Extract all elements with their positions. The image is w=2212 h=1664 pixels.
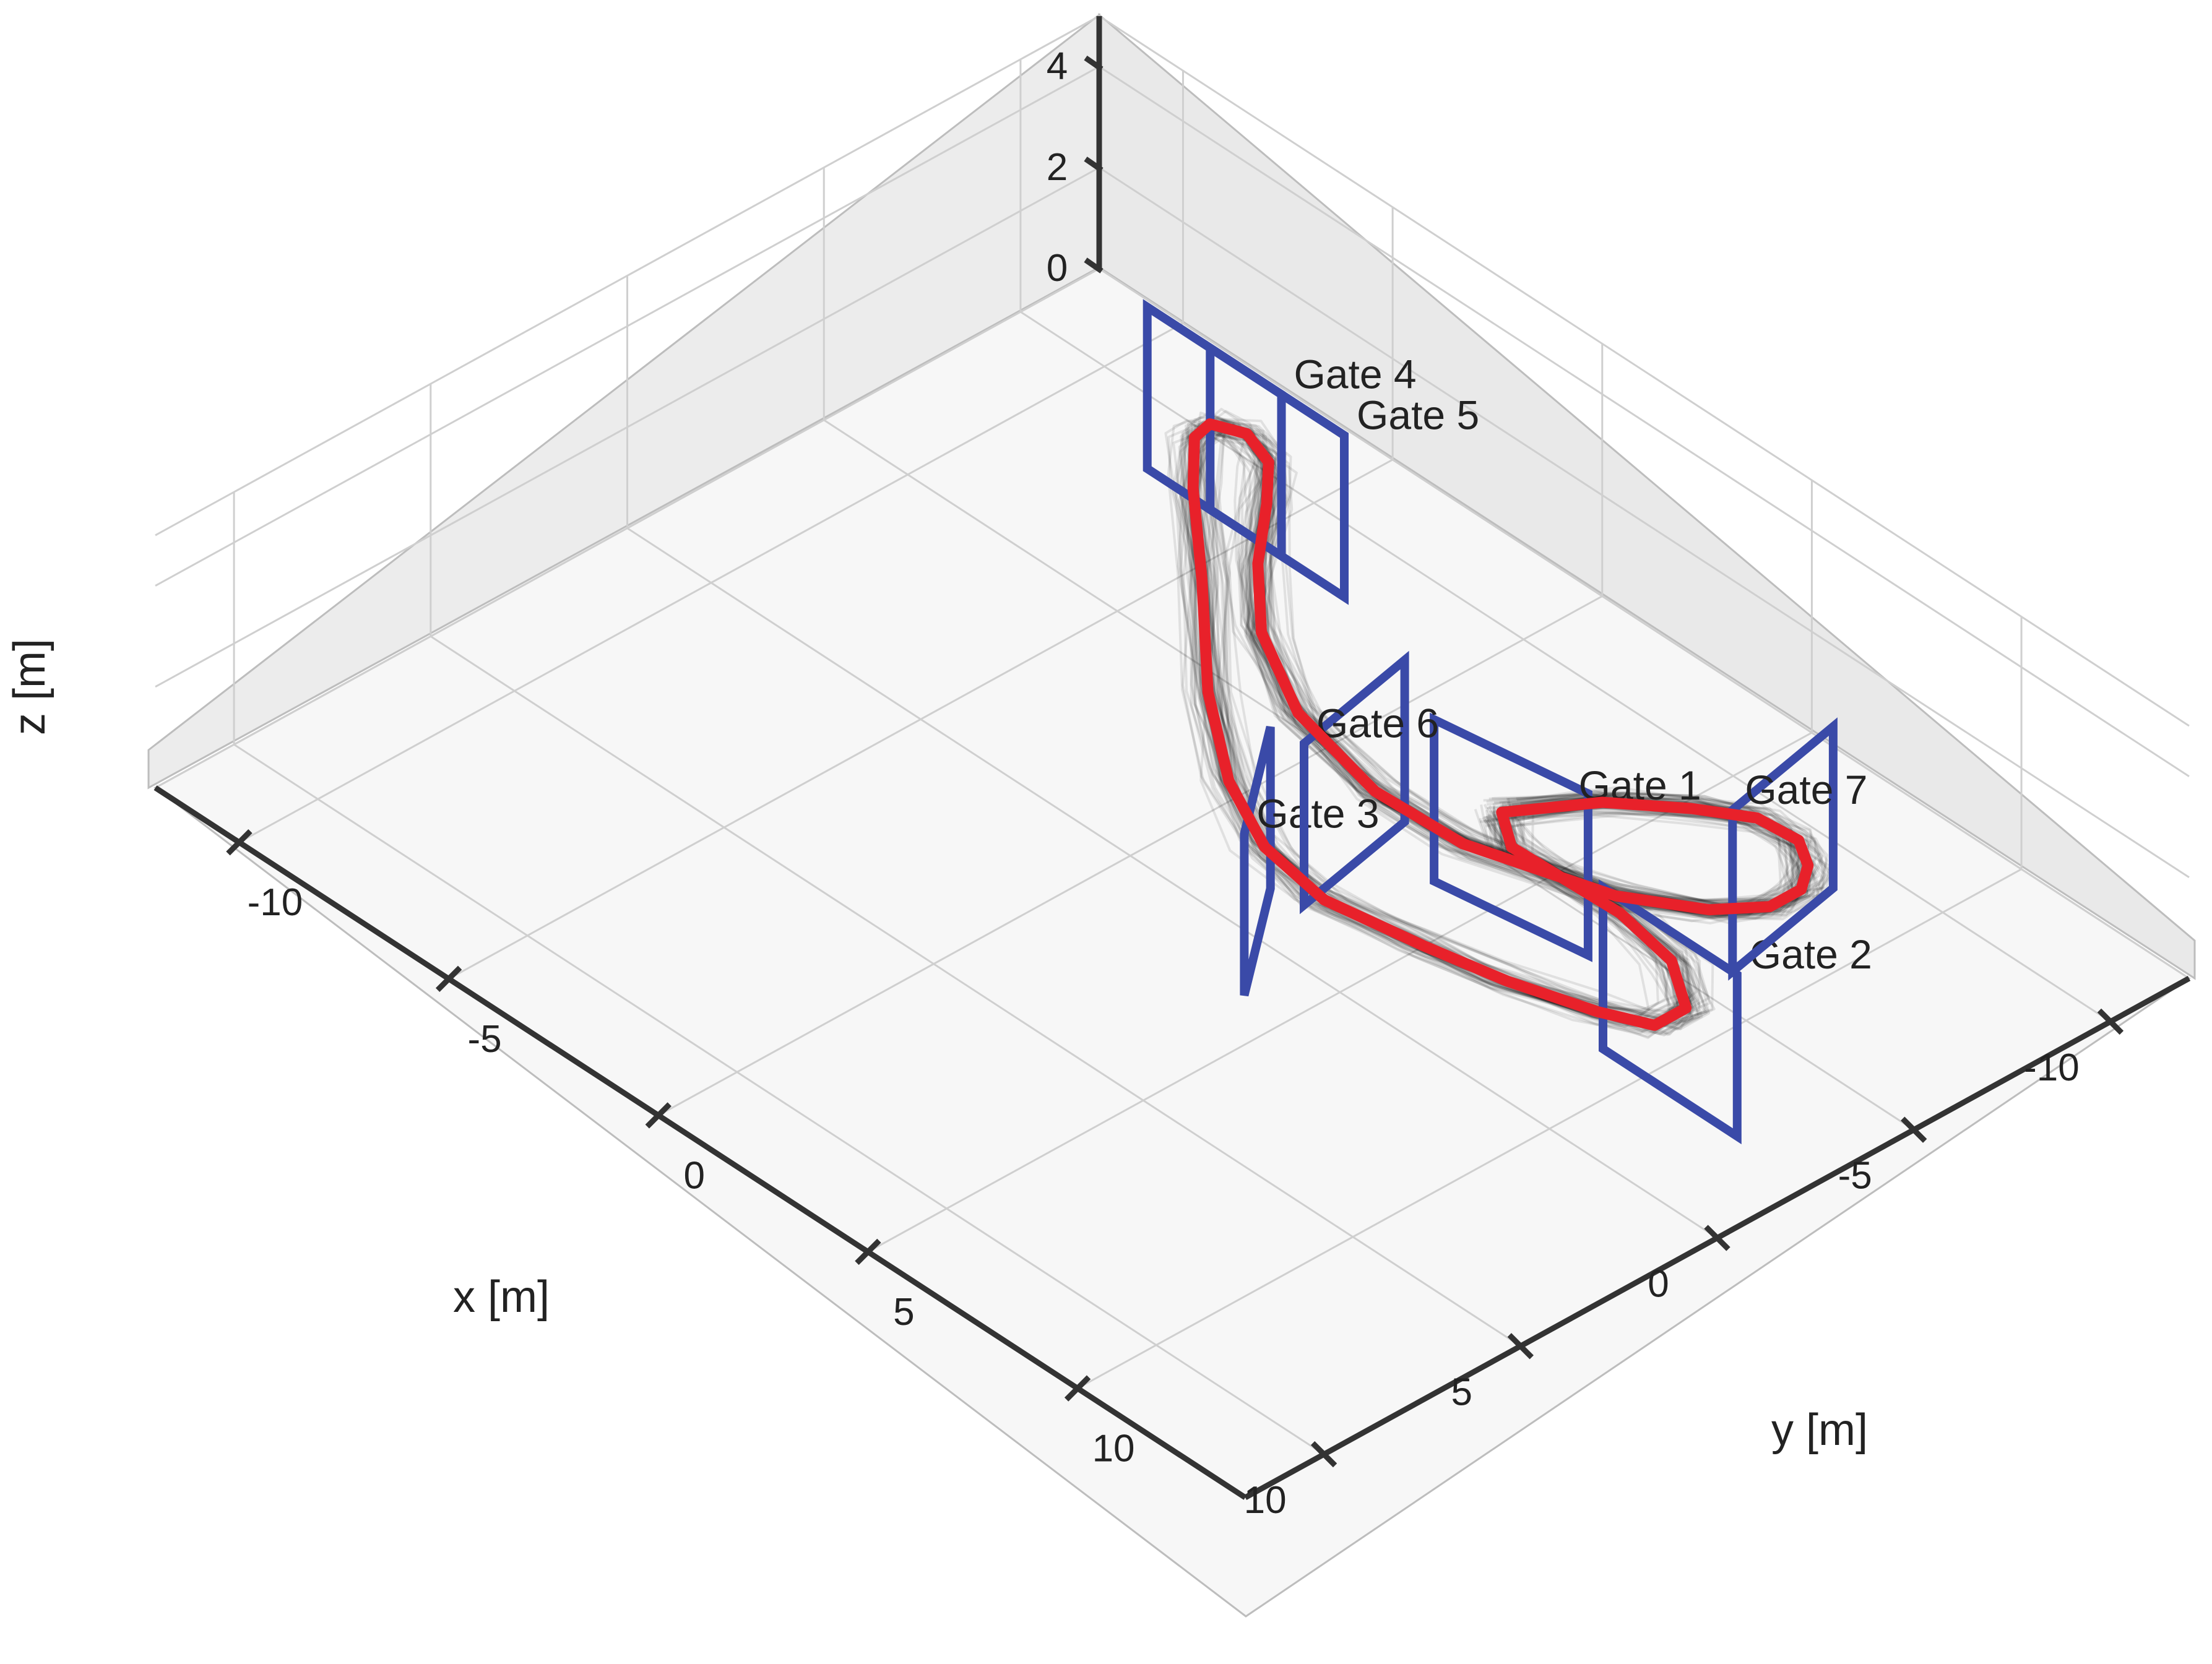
y-tick-label: 10 <box>1092 1428 1135 1470</box>
gridline-y-floor <box>238 322 1184 843</box>
gridline-x-floor <box>430 636 1521 1347</box>
gridline-x-floor <box>626 527 1718 1239</box>
flight-line <box>1182 429 1829 1038</box>
gate-label: Gate 6 <box>1316 700 1439 746</box>
gridline-z-right <box>1099 166 2190 879</box>
gridline-x-floor <box>233 743 1324 1455</box>
gridline-y-floor <box>867 731 1813 1253</box>
gate-label: Gate 3 <box>1256 790 1379 836</box>
y-tick <box>645 1102 672 1129</box>
reference-trajectory <box>1187 418 1814 1031</box>
y-axis-line <box>153 785 1247 1500</box>
gridline-z-left <box>155 15 1100 537</box>
flight-line <box>1186 420 1803 1032</box>
z-tick <box>1084 157 1104 173</box>
z-tick-label: 2 <box>1047 146 1068 189</box>
x-axis-title: x [m] <box>453 1272 550 1322</box>
x-tick <box>1704 1225 1730 1251</box>
z-tick-label: 0 <box>1047 247 1068 290</box>
x-tick <box>1901 1116 1927 1143</box>
x-tick <box>1310 1441 1337 1468</box>
z-tick-label: 4 <box>1047 45 1068 88</box>
reference-line <box>1187 418 1814 1031</box>
y-tick <box>855 1238 881 1265</box>
y-tick <box>1064 1375 1091 1402</box>
x-tick-label: 10 <box>1244 1479 1287 1522</box>
gridline-y-floor <box>448 459 1393 980</box>
x-tick <box>1507 1333 1534 1360</box>
y-tick <box>435 965 462 992</box>
gridline-y-floor <box>1077 868 2022 1389</box>
z-tick <box>1084 55 1104 72</box>
y-axis-title: y [m] <box>1771 1405 1868 1455</box>
gridline-z-right <box>1099 267 2190 980</box>
gridline-z-right <box>1099 66 2190 777</box>
gridline-z-left <box>155 267 1100 789</box>
gate-frame <box>1599 879 1742 1145</box>
gate-label: Gate 5 <box>1357 392 1479 438</box>
gridline-z-left <box>155 166 1100 688</box>
y-tick <box>226 829 253 856</box>
y-tick-label: 0 <box>684 1154 705 1197</box>
x-tick-label: 5 <box>1451 1371 1472 1413</box>
flight-line <box>1178 429 1818 1022</box>
gate-frame <box>1430 712 1592 962</box>
z-axis-title: z [m] <box>5 639 54 735</box>
gridline-z-left <box>155 66 1100 587</box>
flight-line <box>1190 434 1831 1037</box>
tick-labels: -10 -5 0 5 10 -10 -5 0 5 10 0 2 4 <box>248 45 2080 1522</box>
axes <box>153 16 2191 1500</box>
gridline-x-floor <box>823 419 1915 1131</box>
y-tick-label: -5 <box>468 1018 502 1061</box>
gridline-z-right <box>1099 15 2190 727</box>
gate-frame <box>1206 340 1349 605</box>
x-tick <box>2097 1008 2124 1035</box>
grid-lines <box>155 15 2190 1455</box>
x-tick-label: -5 <box>1838 1155 1872 1197</box>
gate-label: Gate 7 <box>1745 767 1867 813</box>
y-tick-label: 5 <box>893 1291 914 1334</box>
gate-label: Gate 4 <box>1294 351 1416 397</box>
gridline-y-floor <box>658 595 1603 1116</box>
gate-frame <box>1240 726 1275 997</box>
y-tick-label: -10 <box>248 881 303 924</box>
flight-line <box>1190 420 1805 1019</box>
x-tick-label: -10 <box>2024 1046 2080 1089</box>
x-tick-label: 0 <box>1648 1263 1669 1306</box>
gate-frame <box>1300 650 1409 915</box>
z-tick <box>1084 257 1104 274</box>
